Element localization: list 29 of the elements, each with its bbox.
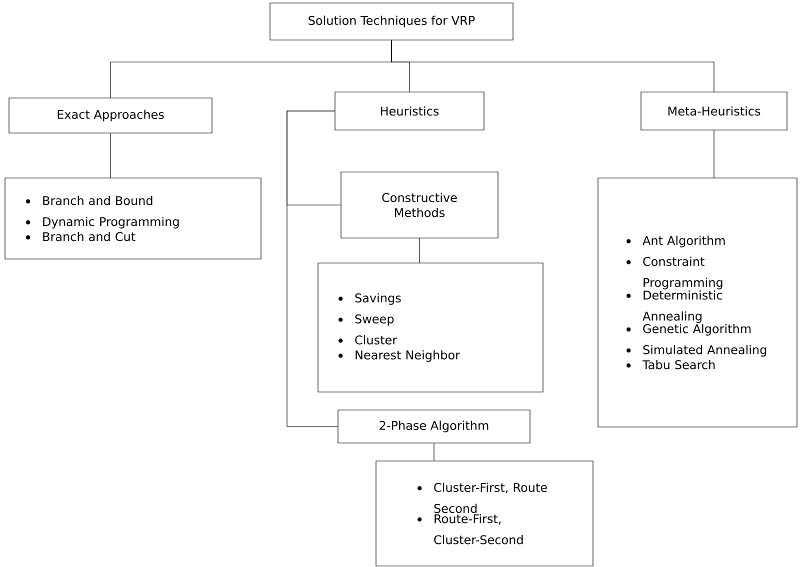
list-item: Branch and Bound [26,196,152,206]
category-box: Constructive Methods [340,172,498,238]
list-item: Sweep [338,314,394,326]
connector-line [391,40,714,92]
list-item: Tabu Search [626,360,715,370]
connector-line [286,110,338,427]
list-item: Cluster [338,335,398,344]
list-box [598,178,798,428]
list-item: Nearest Neighbor [338,350,460,362]
list-item: Constraint Programming [626,256,722,290]
title-box: Solution Techniques for VRP [270,2,514,40]
list-box [376,460,594,566]
list-item: Route-First, Cluster-Second [418,514,523,544]
category-box: Exact Approaches [8,98,212,134]
category-box: 2-Phase Algorithm [338,410,530,444]
connector-line [419,238,420,263]
list-box [318,262,544,392]
list-item: Simulated Annealing [626,344,766,357]
list-item: Savings [338,293,401,305]
list-item: Dynamic Programming [26,216,179,228]
category-box: Heuristics [334,92,484,130]
list-item: Cluster-First, Route Second [418,482,547,513]
list-box [4,178,262,260]
category-box: Meta-Heuristics [640,92,788,130]
list-item: Ant Algorithm [626,236,725,248]
list-item: Deterministic Annealing [626,290,722,323]
list-item: Genetic Algorithm [626,324,751,336]
list-item: Branch and Cut [26,232,136,242]
connector-line [110,133,111,178]
